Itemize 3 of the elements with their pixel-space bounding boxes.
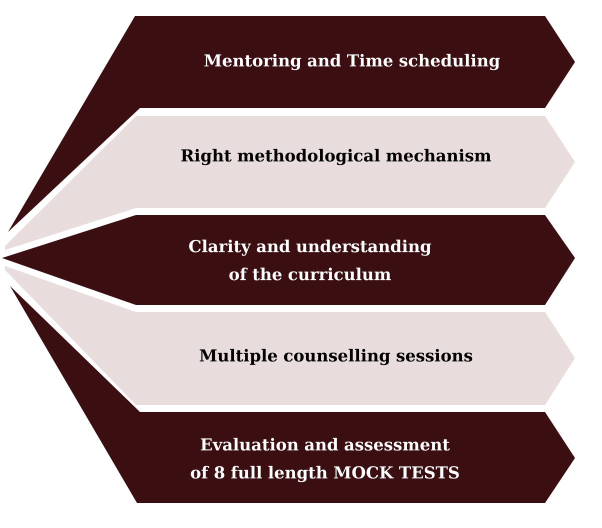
node-label: Evaluation and assessment of 8 full length MOCK TESTS [190, 438, 459, 482]
chevron-band: Clarity and understanding of the curriculum [2, 215, 575, 305]
node-label: Mentoring and Time scheduling [204, 54, 500, 70]
